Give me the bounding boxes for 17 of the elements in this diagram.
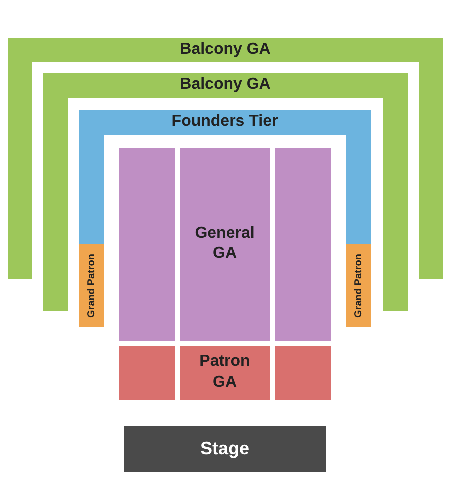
seating-section: [119, 346, 175, 400]
seating-section: [275, 148, 331, 341]
stage-label: Stage: [199, 437, 251, 460]
section-label: General GA: [194, 224, 256, 264]
section-label: Founders Tier: [170, 113, 280, 132]
seating-section: [124, 426, 326, 472]
section-label: Balcony GA: [179, 40, 272, 60]
seating-section: [180, 148, 270, 341]
seating-section: [119, 148, 175, 341]
seating-section: [275, 346, 331, 400]
seating-section: [180, 346, 270, 400]
section-label: Grand Patron: [353, 254, 364, 318]
seating-section: [79, 244, 104, 327]
section-label: Balcony GA: [179, 76, 272, 95]
section-label: Patron GA: [198, 352, 252, 393]
section-label: Grand Patron: [86, 254, 97, 318]
seating-section: [346, 244, 371, 327]
